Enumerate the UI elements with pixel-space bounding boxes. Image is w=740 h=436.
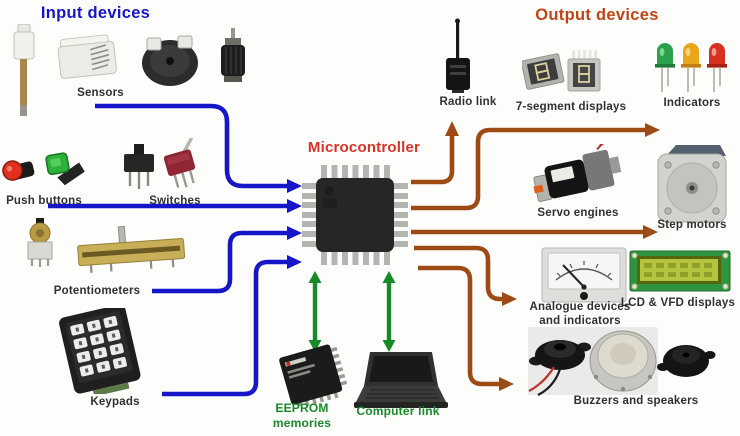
buzzer-with-wires	[528, 340, 591, 396]
output-devices-title: Output devices	[535, 6, 659, 24]
computer-link-label: Computer link	[356, 404, 440, 418]
blue-arrowheads	[287, 179, 302, 269]
eeprom-label-line1: EEPROM	[275, 401, 329, 415]
eeprom-label: EEPROM memories	[258, 401, 346, 430]
push-buttons-label: Push buttons	[6, 195, 82, 207]
lcd-display-image	[628, 246, 734, 298]
transmitter-sensor-image	[140, 30, 200, 88]
chip-pins	[302, 165, 408, 265]
seven-segment-label: 7-segment displays	[515, 101, 627, 113]
eeprom-chip-image	[268, 342, 354, 406]
brown-arrowheads	[445, 121, 660, 391]
analogue-devices-label-line2: and indicators	[539, 315, 621, 328]
radio-link-label: Radio link	[439, 96, 497, 108]
buzzers-speakers-label: Buzzers and speakers	[573, 395, 699, 407]
memory-connection-lines	[308, 271, 396, 352]
potentiometers-label: Potentiometers	[53, 285, 141, 297]
step-motor-image	[652, 140, 732, 228]
rotary-potentiometer-image	[20, 218, 60, 268]
lcd-vfd-label: LCD & VFD displays	[620, 297, 736, 309]
seven-segment-displays-image	[522, 45, 604, 99]
servo-engines-label: Servo engines	[537, 207, 619, 219]
analogue-devices-label-line1: Analogue devices	[529, 301, 631, 313]
input-devices-title: Input devices	[40, 4, 151, 22]
servo-engine-image	[532, 144, 624, 206]
switches-label: Switches	[149, 195, 201, 207]
eeprom-label-line2: memories	[272, 415, 332, 430]
probe-sensor-image	[10, 24, 38, 116]
slide-switch-image	[120, 142, 158, 192]
analogue-meter-image	[540, 246, 628, 304]
microcontroller-chip-image	[299, 162, 411, 268]
buzzers-speakers-image	[526, 325, 716, 397]
slide-potentiometer-image	[76, 224, 188, 276]
microcontroller-title: Microcontroller	[307, 139, 421, 156]
speaker	[589, 330, 657, 392]
push-button-red-image	[2, 152, 36, 188]
step-motors-label: Step motors	[657, 219, 727, 231]
keypads-label: Keypads	[90, 396, 140, 408]
green-led	[655, 43, 675, 92]
chip-body	[316, 178, 394, 252]
sensors-label: Sensors	[77, 87, 124, 99]
output-connection-lines	[411, 121, 660, 391]
keypad-image	[52, 308, 148, 394]
red-led	[707, 43, 727, 92]
analogue-devices-label: Analogue devices and indicators	[516, 300, 644, 328]
indicators-label: Indicators	[663, 97, 721, 109]
disc-buzzer	[657, 345, 716, 377]
input-connection-lines	[48, 103, 302, 397]
green-arrowheads	[308, 271, 396, 352]
yellow-led	[681, 43, 701, 92]
radio-link-image	[440, 18, 480, 94]
encoder-sensor-image	[218, 28, 248, 84]
box-sensor-image	[56, 32, 118, 82]
push-button-green-image	[44, 150, 86, 188]
toggle-switch-image	[160, 138, 202, 194]
laptop-image	[350, 352, 448, 410]
led-indicators-image	[652, 40, 732, 98]
